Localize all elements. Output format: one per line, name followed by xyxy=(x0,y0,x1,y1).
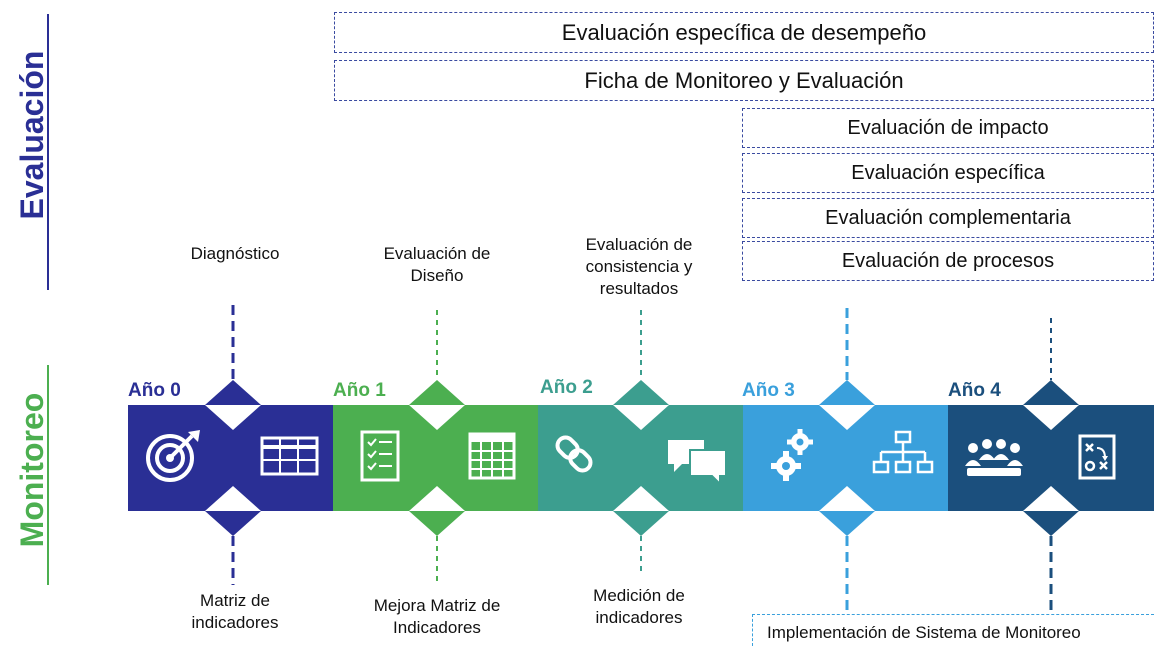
year-label-4: Año 4 xyxy=(948,380,1001,401)
diamond-notch-bottom-4 xyxy=(1023,486,1079,511)
target-icon xyxy=(146,430,200,482)
chain-link-icon xyxy=(555,435,593,473)
caption-diagnostico: Diagnóstico xyxy=(190,244,280,263)
caption-consistencia-resultados: Evaluación de consistencia y resultados xyxy=(585,235,693,298)
checklist-icon xyxy=(360,430,400,482)
evaluacion-divider xyxy=(47,14,49,290)
diamond-bottom-4 xyxy=(1023,511,1079,536)
calendar-icon xyxy=(468,432,516,480)
diamond-top-3 xyxy=(819,380,875,405)
diamond-notch-top-1 xyxy=(409,405,465,430)
year-label-1: Año 1 xyxy=(333,380,386,401)
bar-evaluacion-procesos: Evaluación de procesos xyxy=(742,241,1154,281)
table-grid-icon xyxy=(260,436,319,476)
org-chart-icon xyxy=(872,430,934,474)
meeting-people-icon xyxy=(965,439,1023,476)
bar-evaluacion-especifica-desempeno: Evaluación específica de desempeño xyxy=(334,12,1154,53)
diamond-top-4 xyxy=(1023,380,1079,405)
chat-bubbles-icon xyxy=(668,440,727,487)
caption-matriz-indicadores: Matriz de indicadores xyxy=(191,591,279,632)
implementacion-sistema-monitoreo: Implementación de Sistema de Monitoreo xyxy=(752,614,1154,646)
diamond-bottom-1 xyxy=(409,511,465,536)
diamond-top-0 xyxy=(205,380,261,405)
diamond-notch-top-3 xyxy=(819,405,875,430)
implementacion-label: Implementación de Sistema de Monitoreo xyxy=(767,623,1081,642)
diamond-notch-bottom-3 xyxy=(819,486,875,511)
bar-ficha-monitoreo-evaluacion: Ficha de Monitoreo y Evaluación xyxy=(334,60,1154,101)
diamond-bottom-0 xyxy=(205,511,261,536)
diamond-bottom-2 xyxy=(613,511,669,536)
diamond-notch-top-2 xyxy=(613,405,669,430)
caption-mejora-matriz: Mejora Matriz de Indicadores xyxy=(373,596,501,637)
year-label-3: Año 3 xyxy=(742,380,795,401)
caption-medicion-indicadores: Medición de indicadores xyxy=(593,586,685,627)
diamond-top-1 xyxy=(409,380,465,405)
diamond-notch-bottom-1 xyxy=(409,486,465,511)
year-label-2: Año 2 xyxy=(540,377,593,398)
diamond-notch-top-0 xyxy=(205,405,261,430)
strategy-board-icon xyxy=(1078,434,1116,480)
bar-evaluacion-especifica: Evaluación específica xyxy=(742,153,1154,193)
caption-evaluacion-diseno: Evaluación de Diseño xyxy=(383,244,491,285)
diamond-notch-bottom-2 xyxy=(613,486,669,511)
gears-icon xyxy=(771,429,813,481)
monitoreo-divider xyxy=(47,365,49,585)
diamond-notch-bottom-0 xyxy=(205,486,261,511)
bar-evaluacion-complementaria: Evaluación complementaria xyxy=(742,198,1154,238)
year-label-0: Año 0 xyxy=(128,380,181,401)
diamond-notch-top-4 xyxy=(1023,405,1079,430)
bar-evaluacion-impacto: Evaluación de impacto xyxy=(742,108,1154,148)
diamond-top-2 xyxy=(613,380,669,405)
diamond-bottom-3 xyxy=(819,511,875,536)
